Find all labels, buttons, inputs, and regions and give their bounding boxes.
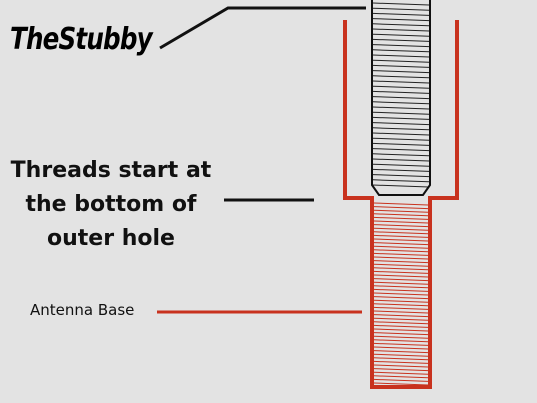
thread-line [372,184,430,188]
thread-line [372,2,430,6]
thread-line [372,168,430,172]
thread-line [373,292,429,296]
thread-line [372,90,430,94]
thread-line [372,80,430,84]
thread-line [372,59,430,63]
thread-line [373,350,429,354]
thread-line [373,364,429,368]
thread-line [372,174,430,178]
thread-line [372,122,430,126]
thread-line [372,106,430,110]
thread-line [373,299,429,303]
thread-line [372,18,430,22]
thread-line [372,116,430,120]
thread-line [373,342,429,346]
thread-line [373,382,429,386]
thread-line [372,179,430,183]
thread-line [373,321,429,325]
thread-line [373,263,429,267]
thread-line [373,332,429,336]
thread-line [372,75,430,79]
antenna-base-label: Antenna Base [30,301,135,319]
thread-line [373,375,429,379]
thread-line [372,54,430,58]
thread-line [373,242,429,246]
thread-line [373,303,429,307]
thread-line [372,64,430,68]
thread-line [372,163,430,167]
base-thread-lines [373,202,429,386]
thread-line [372,153,430,157]
thread-line [373,238,429,242]
thread-line [373,339,429,343]
thread-line [372,28,430,32]
thread-line [373,206,429,210]
thread-line [373,360,429,364]
thread-line [373,306,429,310]
thread-line [373,353,429,357]
thread-line [372,85,430,89]
thread-line [373,278,429,282]
thread-line [373,231,429,235]
thread-line [372,12,430,16]
thread-line [373,267,429,271]
thread-line [372,44,430,48]
thread-line [372,70,430,74]
thread-line [373,224,429,228]
thread-line [373,324,429,328]
stubby-threaded-body [371,0,431,196]
thread-line [372,142,430,146]
thread-line [372,96,430,100]
thread-line [373,274,429,278]
threads-note: Threads start at the bottom of outer hol… [10,158,212,251]
thread-line [373,245,429,249]
thread-line [373,368,429,372]
thread-line [373,256,429,260]
thread-line [373,213,429,217]
thread-line [372,38,430,42]
stubby-leader-line [159,6,366,50]
thread-line [372,127,430,131]
thread-line [373,209,429,213]
thread-line [373,328,429,332]
thread-line [373,314,429,318]
thread-line [373,216,429,220]
thread-line [373,310,429,314]
thread-line [373,270,429,274]
thread-line [373,317,429,321]
thread-line [372,49,430,53]
thread-line [372,148,430,152]
thread-line [372,101,430,105]
thread-line [373,281,429,285]
thread-line [373,357,429,361]
thread-line [373,288,429,292]
thread-line [372,111,430,115]
thread-line [372,23,430,27]
thread-line [373,260,429,264]
thread-line [373,335,429,339]
thread-line [372,158,430,162]
thread-line [373,220,429,224]
thread-line [373,252,429,256]
thread-line [373,346,429,350]
thread-line [373,249,429,253]
thread-line [372,33,430,37]
thread-line [373,378,429,382]
brand-label: TheStubby [10,22,153,57]
outer-hole-outline [343,20,459,389]
thread-line [373,371,429,375]
thread-line [373,285,429,289]
thread-line [372,7,430,11]
thread-line [373,227,429,231]
thread-line [372,137,430,141]
thread-line [373,234,429,238]
thread-line [373,202,429,206]
thread-line [373,296,429,300]
thread-line [372,132,430,136]
